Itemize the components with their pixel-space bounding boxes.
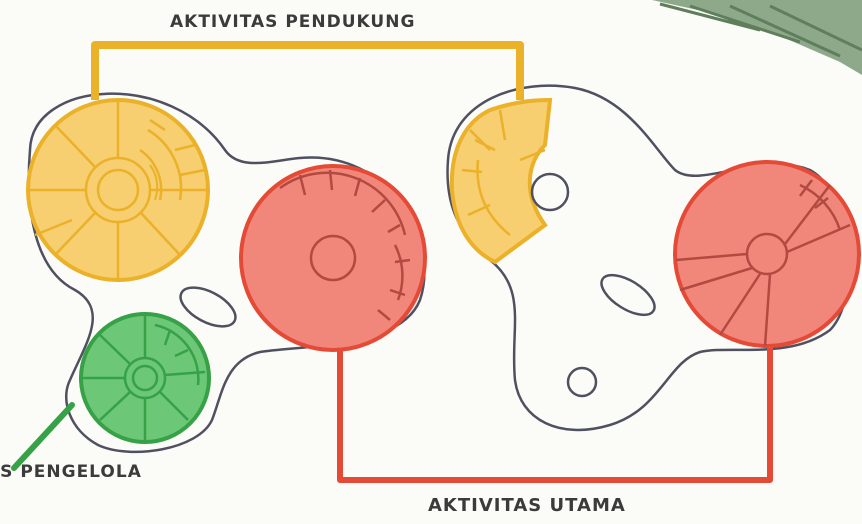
node-circle-upper bbox=[530, 172, 570, 212]
main-zone-circle-right bbox=[673, 160, 861, 348]
supporting-zone-circle-left bbox=[26, 98, 210, 282]
main-zone-circle-center bbox=[239, 164, 427, 352]
management-zone-circle bbox=[79, 312, 211, 444]
label-management-activity: AS PENGELOLA bbox=[0, 462, 142, 482]
right-zone-outline bbox=[446, 84, 851, 432]
node-circle-lower bbox=[566, 366, 598, 398]
supporting-activity-connector bbox=[91, 41, 524, 100]
management-activity-leader bbox=[11, 402, 75, 471]
label-supporting-activity: AKTIVITAS PENDUKUNG bbox=[170, 12, 416, 32]
pond-shape-left bbox=[179, 286, 237, 328]
label-main-activity: AKTIVITAS UTAMA bbox=[428, 495, 626, 516]
supporting-zone-segment-right bbox=[449, 97, 553, 265]
pond-shape-right bbox=[600, 273, 656, 317]
main-activity-connector bbox=[337, 348, 773, 483]
corner-hatch-strip bbox=[652, 0, 862, 75]
left-zone-outline bbox=[27, 92, 426, 454]
